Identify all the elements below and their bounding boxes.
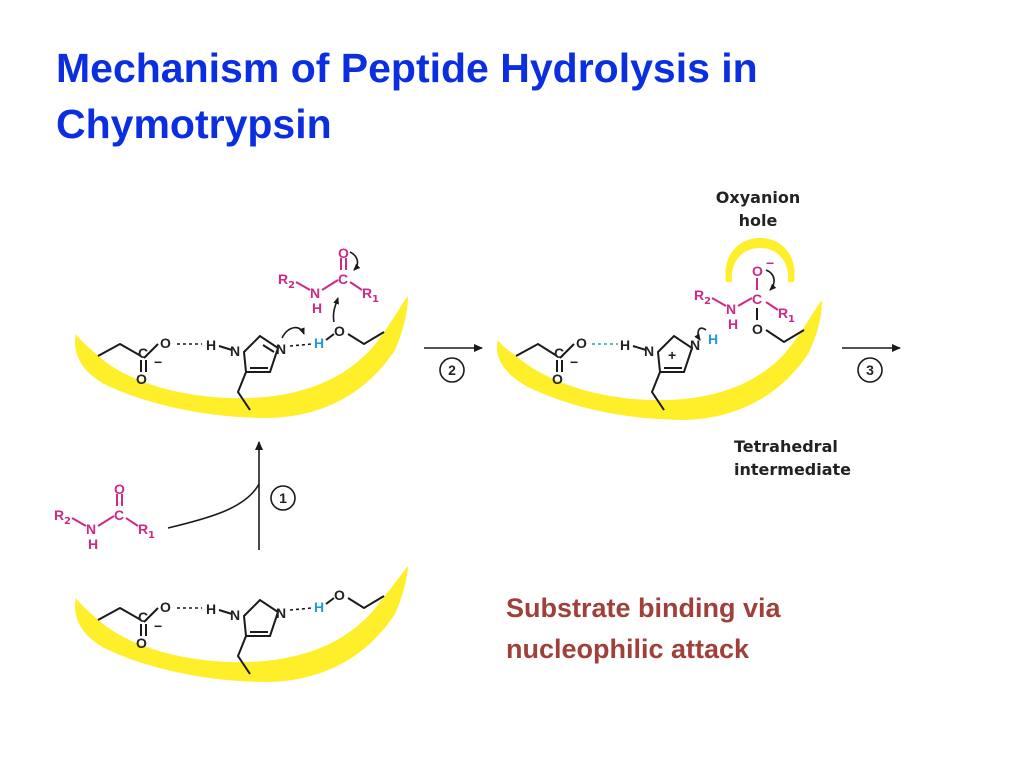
atom-label: R [138, 521, 148, 537]
enzyme-pocket-shape [75, 566, 408, 682]
atom-label: N [230, 607, 240, 623]
atom-label: C [338, 271, 348, 287]
atom-label: H [728, 316, 738, 332]
atom-label: O [752, 321, 763, 337]
atom-label: N [230, 343, 240, 359]
tetrahedral-intermediate: R 2 N H C O − R 1 O [694, 255, 805, 344]
caption-line-2: nucleophilic attack [506, 634, 750, 664]
atom-label: C [138, 345, 148, 361]
enzyme-pocket-shape [497, 300, 822, 420]
atom-label: N [276, 341, 286, 357]
atom-label: N [310, 285, 320, 301]
subscript: 2 [288, 280, 295, 291]
atom-label: H [312, 300, 322, 316]
atom-label: N [726, 301, 736, 317]
panel-top-right: O C O − H N N + H R 2 N H C O − R 1 [497, 188, 851, 479]
subscript: 1 [148, 530, 155, 541]
step-1-badge [270, 485, 296, 511]
subscript: 2 [64, 516, 71, 527]
atom-label: C [138, 609, 148, 625]
caption: Substrate binding via nucleophilic attac… [506, 588, 906, 670]
panel-bottom-left: O C O − H N N H O [75, 566, 408, 682]
subscript: 1 [788, 314, 795, 325]
substrate-bound: R 2 N H C O R 1 [278, 245, 379, 316]
step-3-badge [857, 357, 883, 383]
oxyanion-hole-shape [725, 238, 795, 282]
atom-label: N [644, 343, 654, 359]
atom-label: H [620, 337, 630, 353]
atom-label: H [206, 601, 216, 617]
atom-label: O [552, 371, 563, 387]
step-3-label: 3 [866, 362, 874, 378]
oxyanion-hole-label: Oxyanion [716, 188, 800, 207]
proton-label: H [708, 331, 718, 347]
charge-label: − [570, 354, 578, 370]
page-title: Mechanism of Peptide Hydrolysis in Chymo… [56, 40, 956, 152]
atom-label: N [276, 605, 286, 621]
his-ring [242, 334, 280, 373]
atom-label: C [114, 507, 124, 523]
tetrahedral-label-2: intermediate [734, 460, 851, 479]
atom-label: N [690, 337, 700, 353]
tetrahedral-label: Tetrahedral [734, 437, 838, 456]
subscript: 2 [704, 296, 711, 307]
substrate-free: R 2 N H C O R 1 [54, 481, 155, 552]
atom-label: O [338, 245, 349, 261]
asp-chain [97, 342, 142, 357]
substrate-path [167, 483, 260, 529]
page-title-line-1: Mechanism of Peptide Hydrolysis in [56, 45, 758, 91]
subscript: 1 [372, 294, 379, 305]
atom-label: R [778, 305, 788, 321]
atom-label: R [694, 287, 704, 303]
atom-label: H [88, 536, 98, 552]
atom-label: O [136, 371, 147, 387]
atom-label: C [554, 345, 564, 361]
hydrogen-bond [289, 607, 313, 611]
charge-label: − [154, 354, 162, 370]
oxyanion-hole-label-2: hole [739, 211, 778, 230]
atom-label: O [334, 323, 345, 339]
hydrogen-bond [289, 343, 313, 347]
atom-label: O [114, 481, 125, 497]
enzyme-pocket-shape [75, 296, 408, 418]
charge-label: + [668, 347, 676, 363]
panel-top-left: O C O − H N N H O R 2 N H C [75, 245, 408, 418]
page-title-line-2: Chymotrypsin [56, 101, 332, 147]
caption-line-1: Substrate binding via [506, 593, 781, 623]
atom-label: N [86, 521, 96, 537]
charge-label: − [154, 618, 162, 634]
atom-label: H [206, 337, 216, 353]
atom-label: O [160, 335, 171, 351]
step-2-badge [439, 357, 465, 383]
step-2-label: 2 [448, 362, 456, 378]
proton-label: H [314, 599, 324, 615]
atom-label: O [136, 635, 147, 651]
atom-label: O [334, 587, 345, 603]
atom-label: C [752, 291, 762, 307]
atom-label: O [576, 335, 587, 351]
proton-label: H [314, 335, 324, 351]
charge-label: − [766, 255, 774, 271]
step-1-label: 1 [279, 490, 287, 506]
atom-label: O [160, 599, 171, 615]
atom-label: R [362, 285, 372, 301]
atom-label: R [278, 271, 288, 287]
atom-label: R [54, 507, 64, 523]
atom-label: O [752, 263, 763, 279]
